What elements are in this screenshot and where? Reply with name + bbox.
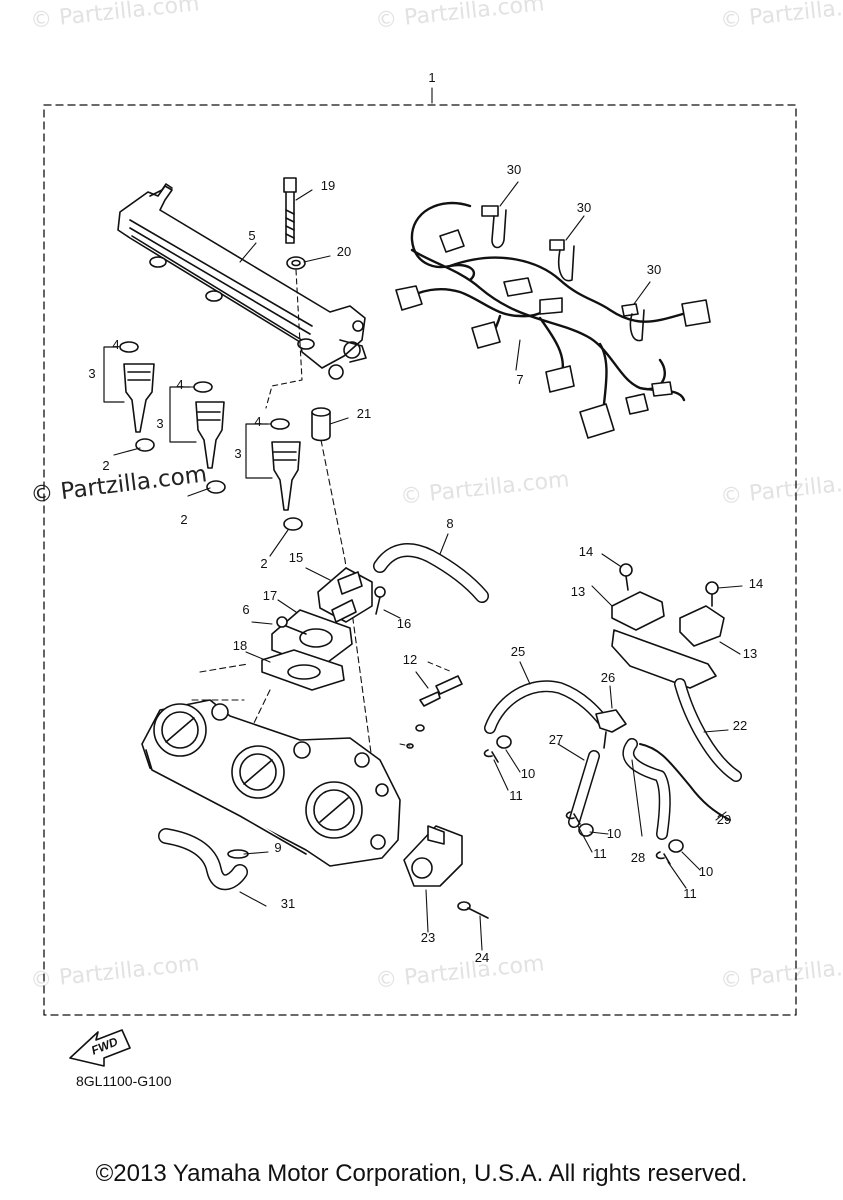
callout-8: 8 bbox=[446, 516, 453, 531]
callout-10: 10 bbox=[699, 864, 713, 879]
callout-10: 10 bbox=[521, 766, 535, 781]
sensor-15 bbox=[317, 567, 373, 623]
injector-3c bbox=[270, 418, 303, 531]
screw-12 bbox=[406, 675, 463, 749]
callout-4: 4 bbox=[176, 377, 183, 392]
callout-18: 18 bbox=[233, 638, 247, 653]
joint-26 bbox=[595, 709, 627, 749]
callout-13: 13 bbox=[571, 584, 585, 599]
callout-10: 10 bbox=[607, 826, 621, 841]
callout-16: 16 bbox=[397, 616, 411, 631]
clip-11 bbox=[483, 749, 671, 865]
injector-3b bbox=[193, 381, 226, 494]
callout-3: 3 bbox=[156, 416, 163, 431]
callout-4: 4 bbox=[112, 337, 119, 352]
collar-21 bbox=[311, 407, 331, 442]
callout-1: 1 bbox=[428, 70, 435, 85]
leader-lines bbox=[109, 87, 743, 951]
callout-20: 20 bbox=[337, 244, 351, 259]
callout-24: 24 bbox=[475, 950, 489, 965]
callout-21: 21 bbox=[357, 406, 371, 421]
callout-2: 2 bbox=[260, 556, 267, 571]
callout-22: 22 bbox=[733, 718, 747, 733]
callout-2: 2 bbox=[180, 512, 187, 527]
callout-19: 19 bbox=[321, 178, 335, 193]
callout-9: 9 bbox=[274, 840, 281, 855]
sensor-23 bbox=[403, 825, 463, 887]
callout-7: 7 bbox=[516, 372, 523, 387]
assembly-boundary bbox=[43, 104, 797, 1016]
plate-17 bbox=[271, 609, 353, 669]
bracket-13 bbox=[611, 591, 725, 689]
callout-30: 30 bbox=[577, 200, 591, 215]
callout-23: 23 bbox=[421, 930, 435, 945]
screw-6 bbox=[276, 616, 307, 635]
callout-26: 26 bbox=[601, 670, 615, 685]
bolt-14 bbox=[619, 563, 719, 607]
callout-14: 14 bbox=[749, 576, 763, 591]
callout-30: 30 bbox=[647, 262, 661, 277]
callout-11: 11 bbox=[509, 788, 523, 803]
clip-30 bbox=[481, 205, 645, 342]
callout-13: 13 bbox=[743, 646, 757, 661]
hose-29 bbox=[639, 743, 731, 821]
callout-15: 15 bbox=[289, 550, 303, 565]
callout-11: 11 bbox=[593, 846, 607, 861]
gasket-18 bbox=[261, 649, 345, 691]
screw-16 bbox=[374, 586, 386, 615]
callout-11: 11 bbox=[683, 886, 697, 901]
clamp-10 bbox=[496, 735, 684, 853]
harness-connectors bbox=[395, 229, 711, 439]
callout-3: 3 bbox=[234, 446, 241, 461]
callout-30: 30 bbox=[507, 162, 521, 177]
injector-3a bbox=[119, 341, 155, 452]
callout-14: 14 bbox=[579, 544, 593, 559]
bolt-19 bbox=[283, 177, 297, 244]
callout-5: 5 bbox=[248, 228, 255, 243]
callout-31: 31 bbox=[281, 896, 295, 911]
throttle-body bbox=[141, 699, 401, 867]
callout-6: 6 bbox=[242, 602, 249, 617]
diagram-code: 8GL1100-G100 bbox=[76, 1073, 172, 1089]
copyright-notice: ©2013 Yamaha Motor Corporation, U.S.A. A… bbox=[95, 1160, 748, 1187]
callout-29: 29 bbox=[717, 812, 731, 827]
callout-12: 12 bbox=[403, 652, 417, 667]
callout-28: 28 bbox=[631, 850, 645, 865]
callout-3: 3 bbox=[88, 366, 95, 381]
callout-numbers: 1222333444567891010101111111213131414151… bbox=[88, 70, 763, 965]
callout-17: 17 bbox=[263, 588, 277, 603]
fuel-rail bbox=[117, 183, 367, 380]
bolt-24 bbox=[457, 901, 489, 919]
fwd-arrow-icon: FWD bbox=[69, 1029, 131, 1067]
callout-4: 4 bbox=[254, 414, 261, 429]
washer-20 bbox=[286, 256, 306, 270]
callout-25: 25 bbox=[511, 644, 525, 659]
callout-2: 2 bbox=[102, 458, 109, 473]
callout-27: 27 bbox=[549, 732, 563, 747]
